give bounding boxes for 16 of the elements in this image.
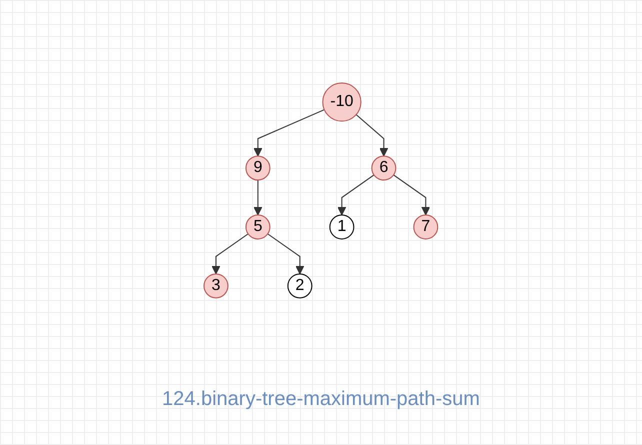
- node-circle: 1: [330, 214, 354, 239]
- arrow: [254, 108, 325, 156]
- caption: 124.binary-tree-maximum-path-sum: [162, 388, 480, 410]
- node-circle: -10: [322, 82, 362, 122]
- node-circle: 9: [246, 155, 271, 180]
- node-circle: 2: [288, 272, 312, 298]
- arrow: [254, 179, 262, 215]
- node-circle: 6: [371, 155, 396, 180]
- arrow: [212, 232, 249, 274]
- node-circle: 5: [246, 214, 271, 239]
- node-circle: 3: [204, 272, 229, 298]
- node-circle: 7: [413, 214, 438, 239]
- arrow: [267, 232, 304, 274]
- arrow: [393, 174, 430, 215]
- arrow: [356, 114, 388, 156]
- arrow: [338, 174, 375, 215]
